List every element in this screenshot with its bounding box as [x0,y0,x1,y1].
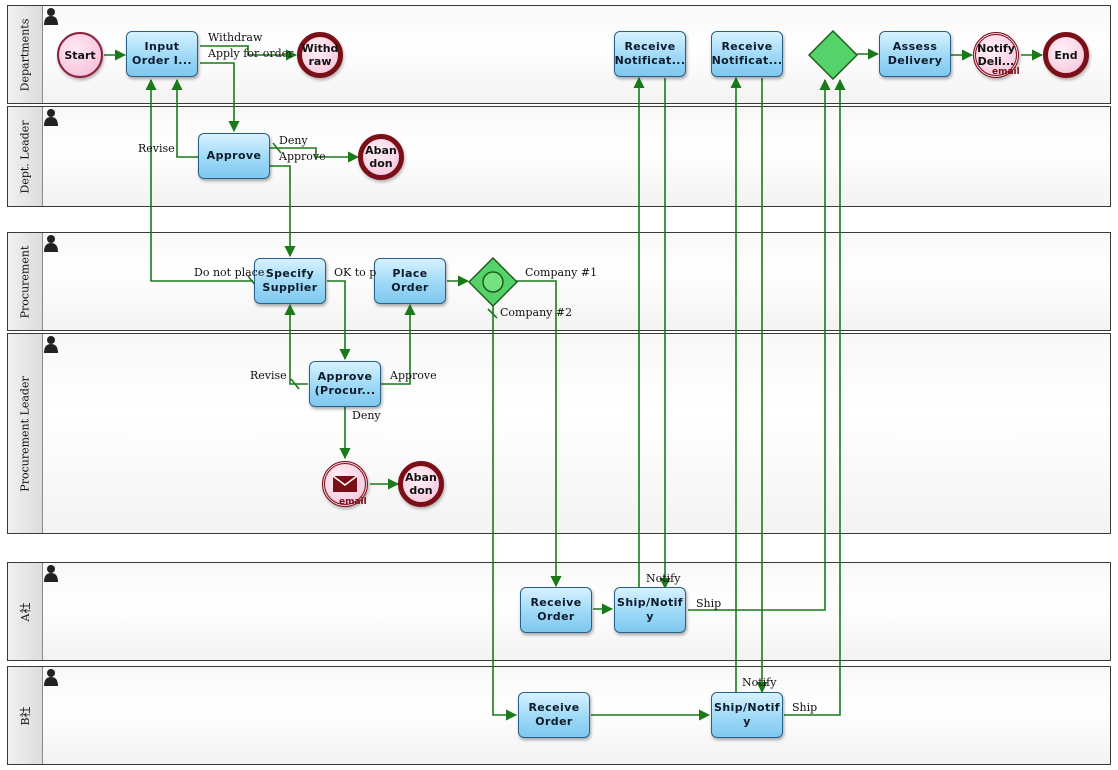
flow-label-approve-dept: Approve [279,150,326,163]
task-specify-supplier[interactable]: Specify Supplier [254,258,326,304]
exclusive-gateway-merge[interactable] [808,30,858,80]
flow-company2 [492,306,518,721]
flow-withdraw [200,45,298,61]
flow-label-withdraw: Withdraw [208,31,263,44]
abandon-dept-end-event[interactable]: Aban don [358,134,404,180]
flow-deny [270,147,360,163]
abandon-procurement-end-event[interactable]: Aban don [398,461,444,507]
task-place-order[interactable]: Place Order [374,258,446,304]
flow-ship-a-gateway [688,78,831,611]
person-icon [44,109,58,126]
task-receive-order-b[interactable]: Receive Order [518,692,590,738]
flow-label-do-not-place: Do not place [194,266,265,279]
person-icon [44,669,58,686]
flow-label-deny-proc: Deny [352,409,381,422]
task-receive-order-a[interactable]: Receive Order [520,587,592,633]
task-input-order[interactable]: Input Order I... [126,31,198,77]
flow-label-revise-proc: Revise [250,369,287,382]
notify-delivery-label: Notify Deli... [977,42,1015,68]
flow-label-apply-for-order: Apply for order [208,47,294,60]
flow-label-ok-to-place: OK to p [334,266,377,279]
flow-revise-proc [284,303,308,385]
lane-header: Departments [8,6,43,103]
withdraw-end-event[interactable]: Withd raw [297,32,343,78]
flow-do-not-place [145,78,253,282]
start-event[interactable]: Start [57,32,103,78]
task-ship-notify-b[interactable]: Ship/Notif y [711,692,783,738]
task-receive-notification-2[interactable]: Receive Notificat... [711,31,783,77]
task-ship-notify-a[interactable]: Ship/Notif y [614,587,686,633]
lane-header: Procurement [8,233,43,330]
task-receive-notification-1[interactable]: Receive Notificat... [614,31,686,77]
event-based-gateway[interactable] [468,257,518,307]
flow-label-ship-b: Ship [792,701,818,714]
envelope-icon [332,475,358,492]
email-intermediate-event[interactable] [322,461,368,507]
lane-header: B社 [8,667,43,764]
flow-label-approve-proc: Approve [390,369,437,382]
lane-procurement-leader: Procurement Leader [7,333,1111,534]
flow-revise-dept [171,78,198,158]
flow-label-notify-a: Notify [646,572,681,585]
flow-label-deny-dept: Deny [279,134,308,147]
end-event[interactable]: End [1043,32,1089,78]
flow-label-company1: Company #1 [525,266,598,279]
flow-label-company2: Company #2 [500,306,573,319]
flow-approve-dept [270,165,296,258]
lane-header: A社 [8,563,43,660]
flow-ok-to-place [327,280,351,361]
flow-company1 [516,280,562,588]
lane-header: Procurement Leader [8,334,43,533]
notify-delivery-event[interactable]: Notify Deli... [973,32,1019,78]
notify-email-label: email [992,67,1020,77]
lane-header: Dept. Leader [8,107,43,206]
flow-apply [200,62,240,133]
flow-approve-proc [381,303,416,385]
person-icon [44,8,58,25]
flow-label-notify-b: Notify [742,676,777,689]
task-approve-dept[interactable]: Approve [198,133,270,179]
email-event-label: email [339,497,367,507]
flow-label-ship-a: Ship [696,597,722,610]
flow-ship-b-gateway [784,78,846,716]
task-approve-procurement[interactable]: Approve (Procur... [309,361,381,407]
person-icon [44,336,58,353]
person-icon [44,235,58,252]
task-assess-delivery[interactable]: Assess Delivery [879,31,951,77]
person-icon [44,565,58,582]
flow-label-revise-dept: Revise [138,142,175,155]
